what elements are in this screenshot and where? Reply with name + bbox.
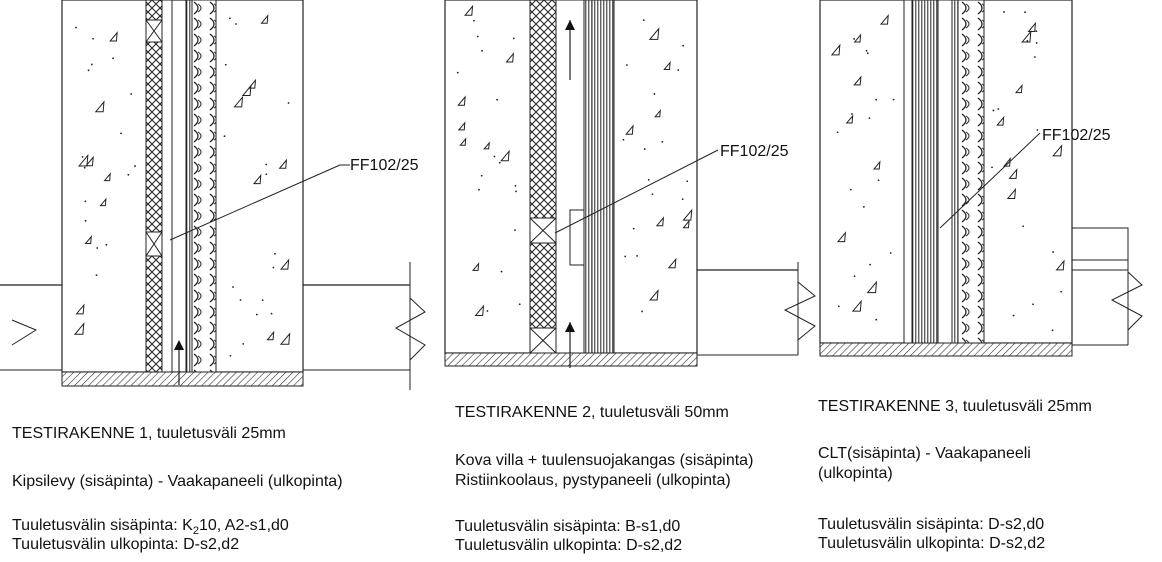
- panel-1-drawing: FF102/25: [0, 0, 426, 390]
- section-drawing: FF102/25 FF102/25: [0, 0, 1143, 390]
- panel-3-description-line2: (ulkopinta): [818, 465, 893, 482]
- panel-2-outer-surface: Tuuletusvälin ulkopinta: D-s2,d2: [455, 537, 683, 554]
- concrete-aggregate-marks: [73, 4, 1065, 357]
- panel-1-inner-surface: Tuuletusvälin sisäpinta: K210, A2-s1,d0: [12, 516, 289, 541]
- panel-2-description-line1: Kova villa + tuulensuojakangas (sisäpint…: [455, 452, 754, 469]
- panel-2-title: TESTIRAKENNE 2, tuuletusväli 50mm: [455, 404, 729, 421]
- panel-1-title: TESTIRAKENNE 1, tuuletusväli 25mm: [12, 425, 286, 442]
- panel-3-title: TESTIRAKENNE 3, tuuletusväli 25mm: [818, 398, 1092, 415]
- panel-1-outer-surface: Tuuletusvälin ulkopinta: D-s2,d2: [12, 536, 240, 553]
- panel-1-callout: FF102/25: [350, 157, 419, 174]
- panel-1-inner-prefix: Tuuletusvälin sisäpinta: K: [12, 517, 193, 534]
- panel-3-drawing: FF102/25: [819, 0, 1143, 357]
- panel-2-inner-surface: Tuuletusvälin sisäpinta: B-s1,d0: [455, 518, 681, 535]
- panel-3-outer-surface: Tuuletusvälin ulkopinta: D-s2,d2: [818, 535, 1046, 552]
- panel-3-callout: FF102/25: [1042, 127, 1111, 144]
- panel-2-callout: FF102/25: [720, 143, 789, 160]
- panel-2-drawing: FF102/25: [444, 0, 816, 368]
- panel-1-description: Kipsilevy (sisäpinta) - Vaakapaneeli (ul…: [12, 473, 343, 490]
- panel-3-inner-surface: Tuuletusvälin sisäpinta: D-s2,d0: [818, 516, 1045, 533]
- panel-2-description-line2: Ristiinkoolaus, pystypaneeli (ulkopinta): [455, 472, 731, 489]
- panel-1-inner-sub: 2: [192, 525, 199, 538]
- panel-1-inner-suffix: 10, A2-s1,d0: [198, 517, 289, 534]
- panel-3-description-line1: CLT(sisäpinta) - Vaakapaneeli: [818, 445, 1031, 462]
